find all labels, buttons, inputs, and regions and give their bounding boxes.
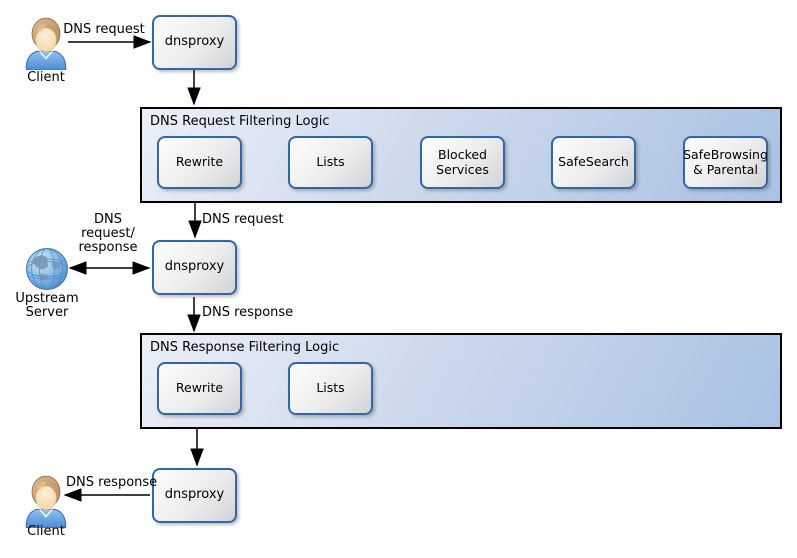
client-top-label: Client <box>27 70 65 85</box>
upstream-server-icon <box>25 247 69 295</box>
step-lists: Lists <box>288 136 373 189</box>
edge-label-client-response: DNS response <box>66 475 158 490</box>
dnsproxy-node-bottom: dnsproxy <box>152 468 237 523</box>
response-filtering-title: DNS Response Filtering Logic <box>150 340 340 355</box>
edge-label-proxy-response: DNS response <box>202 305 294 320</box>
dnsproxy-node-middle: dnsproxy <box>152 240 237 295</box>
client-icon-bottom <box>25 472 67 532</box>
step-rewrite: Rewrite <box>157 136 242 189</box>
request-filtering-title: DNS Request Filtering Logic <box>150 114 330 129</box>
dnsproxy-node-top: dnsproxy <box>152 15 237 70</box>
dnsproxy-label: dnsproxy <box>164 487 225 503</box>
client-bottom-label: Client <box>27 524 65 539</box>
response-filtering-container: DNS Response Filtering Logic Rewrite Lis… <box>140 333 782 429</box>
step-safebrowsing: SafeBrowsing & Parental <box>683 136 768 189</box>
dnsproxy-label: dnsproxy <box>164 259 225 275</box>
step-blocked-services: Blocked Services <box>420 136 505 189</box>
step-lists-response: Lists <box>288 362 373 415</box>
edge-label-client-request: DNS request <box>63 22 145 37</box>
edge-label-upstream-exchange: DNS request/ response <box>78 212 138 255</box>
upstream-server-label: Upstream Server <box>15 291 79 320</box>
client-icon <box>25 14 67 74</box>
globe-icon <box>26 248 68 290</box>
request-filtering-container: DNS Request Filtering Logic Rewrite List… <box>140 107 782 203</box>
person-icon <box>25 17 67 71</box>
person-icon <box>25 475 67 529</box>
edge-label-filtered-request: DNS request <box>202 212 284 227</box>
step-rewrite-response: Rewrite <box>157 362 242 415</box>
step-safesearch: SafeSearch <box>551 136 636 189</box>
dnsproxy-label: dnsproxy <box>164 34 225 50</box>
